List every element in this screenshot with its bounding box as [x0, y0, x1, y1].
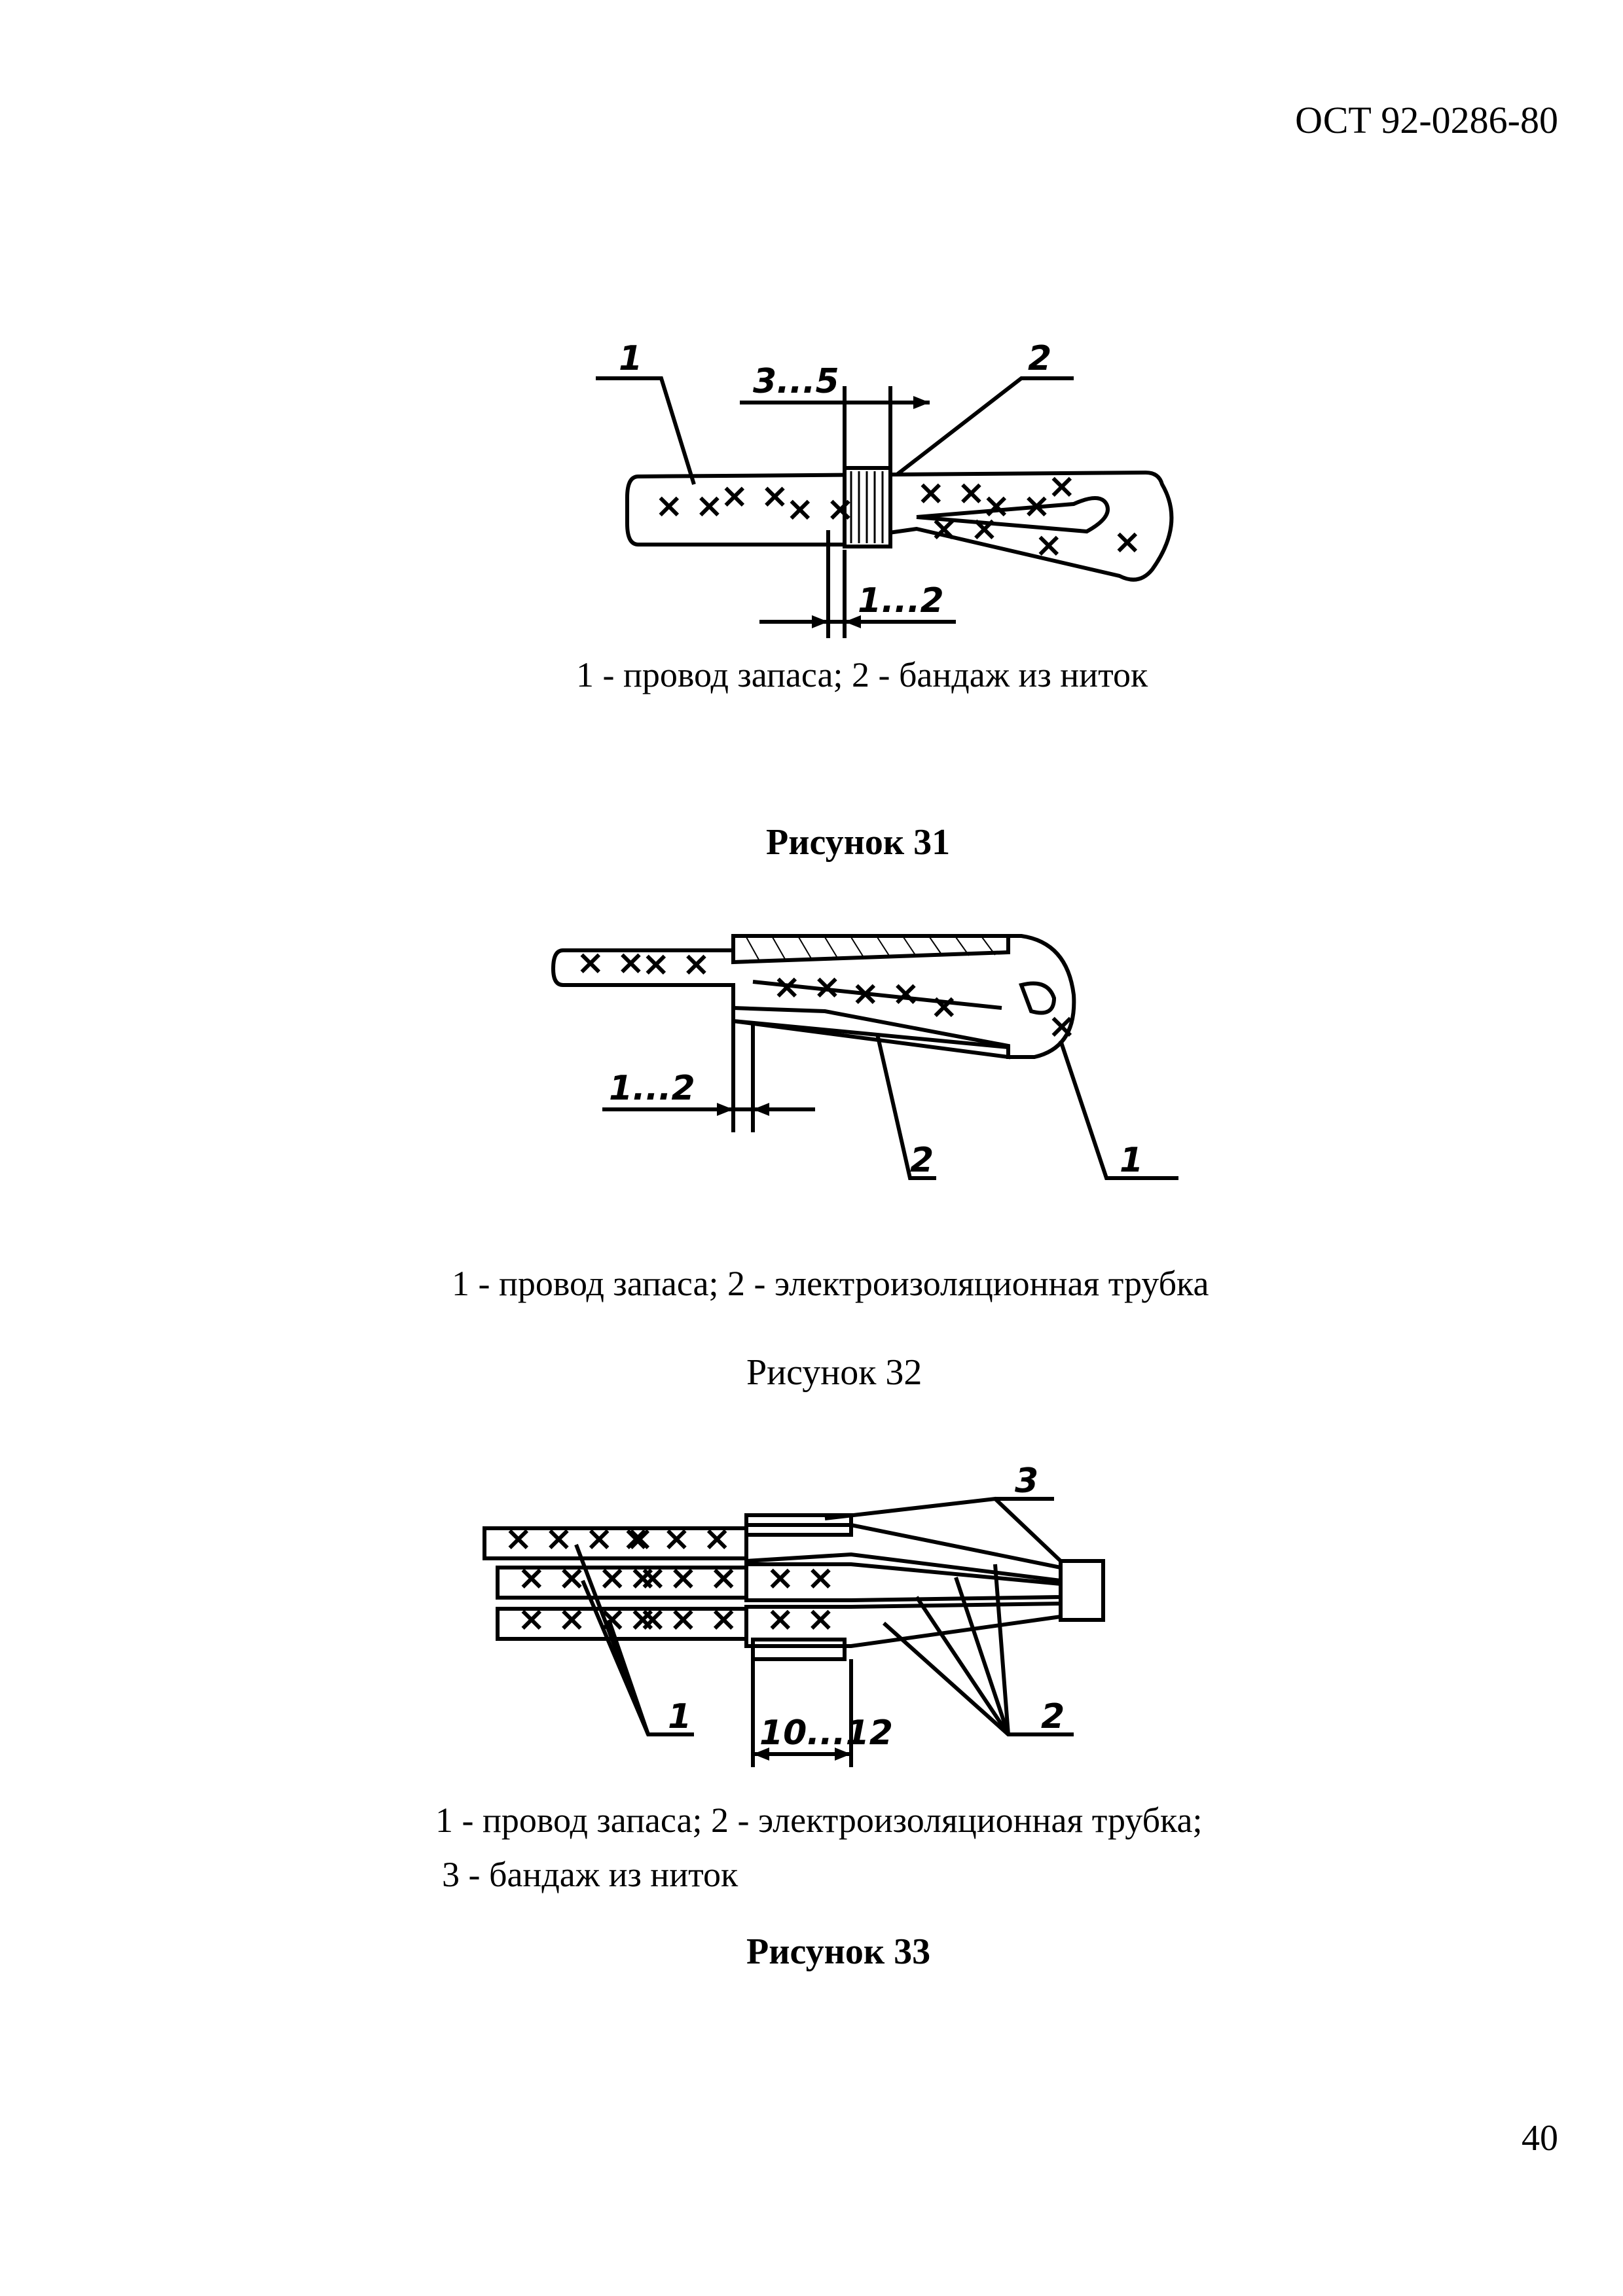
tube-32-shape	[731, 934, 1010, 965]
label-dim-top: 3...5	[753, 362, 839, 401]
svg-text:× ×: × ×	[982, 486, 1051, 526]
svg-text:×: ×	[930, 987, 958, 1026]
leader-32-1	[1059, 1040, 1178, 1180]
figure31-title: Рисунок 31	[766, 822, 951, 863]
label-33-tubes: 2	[1041, 1697, 1065, 1736]
leader-33-3	[824, 1496, 1063, 1563]
svg-text:× × ×: × × ×	[629, 1600, 738, 1639]
svg-text:× ×: × ×	[851, 974, 920, 1013]
label-32-dim: 1...2	[609, 1069, 695, 1108]
label-33-dim: 10...12	[759, 1713, 893, 1753]
wire-32-shape	[551, 934, 1076, 1059]
wire-hatch-marks: × ×× ×× × × ×× ×× × ×××	[655, 467, 1142, 565]
page-number: 40	[1522, 2118, 1558, 2159]
svg-text:×: ×	[1048, 1007, 1076, 1046]
label-33-wires: 1	[668, 1697, 691, 1736]
wire-loop-shape	[625, 470, 1174, 582]
svg-text:×: ×	[1034, 526, 1063, 565]
svg-text:× × ×: × × ×	[629, 1558, 738, 1598]
bandage-33-bottom	[751, 1638, 847, 1661]
svg-text:× ×: × ×	[576, 943, 645, 982]
svg-text:× ×: × ×	[766, 1558, 835, 1598]
document-code: ОСТ 92-0286-80	[1295, 99, 1558, 141]
leader-32-2	[875, 1033, 936, 1180]
bandage-33-start	[744, 1513, 853, 1537]
leader-line-1	[596, 376, 696, 485]
label-33-bandage: 3	[1015, 1462, 1038, 1501]
figure32-title: Рисунок 32	[746, 1352, 922, 1393]
svg-text:× ×: × ×	[773, 967, 841, 1007]
bandage-33-end	[1059, 1559, 1105, 1622]
svg-text:× ×: × ×	[655, 486, 723, 526]
label-wire: 1	[619, 339, 642, 378]
figure32-legend: 1 - провод запаса; 2 - электроизоляционн…	[452, 1264, 1209, 1303]
svg-text:× ×: × ×	[786, 490, 854, 529]
label-dim-bottom: 1...2	[858, 581, 944, 620]
label-bandage: 2	[1028, 339, 1051, 378]
wire-33-hatch-marks: × × × ×× × × × × × ×× × × × × × ×× × × ×…	[504, 1519, 835, 1639]
svg-text:× ×: × ×	[766, 1600, 835, 1639]
leader-line-2	[896, 376, 1074, 476]
label-32-tube: 2	[910, 1141, 934, 1180]
figure33-title: Рисунок 33	[746, 1931, 931, 1972]
wire-32-hatch-marks: × ×× ×× × × ×××	[576, 943, 1076, 1046]
svg-text:× ×: × ×	[930, 509, 998, 548]
figure31-legend: 1 - провод запаса; 2 - бандаж из ниток	[576, 655, 1148, 694]
figure33-legend-line1: 1 - провод запаса; 2 - электроизоляционн…	[435, 1801, 1203, 1840]
wire-inner-line	[916, 496, 1110, 534]
svg-text:× ×: × ×	[642, 944, 710, 984]
svg-text:× ×: × ×	[720, 476, 789, 516]
svg-text:×: ×	[1113, 522, 1142, 562]
figure33-legend-line2: 3 - бандаж из ниток	[442, 1855, 739, 1894]
svg-text:× × × ×: × × × ×	[517, 1600, 667, 1639]
svg-text:× × × ×: × × × ×	[504, 1519, 654, 1558]
svg-text:× ×: × ×	[917, 473, 985, 512]
svg-text:× × ×: × × ×	[622, 1519, 731, 1558]
svg-text:× × × ×: × × × ×	[517, 1558, 667, 1598]
svg-text:×: ×	[1048, 467, 1076, 506]
label-32-wire: 1	[1120, 1141, 1143, 1180]
